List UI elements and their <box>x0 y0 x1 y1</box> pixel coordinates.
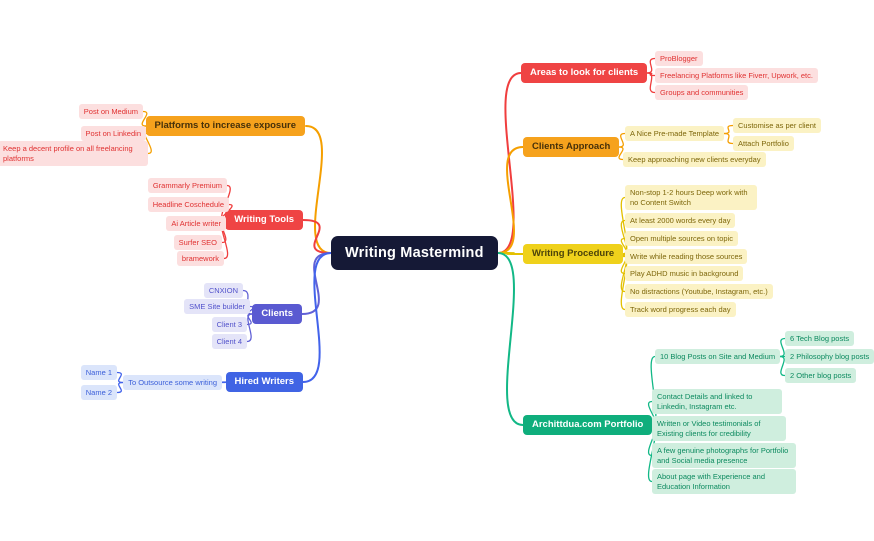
node-customise-per-client[interactable]: Customise as per client <box>733 118 821 134</box>
edge-root-to-platforms <box>305 125 332 254</box>
node-platforms[interactable]: Platforms to increase exposure <box>145 116 305 136</box>
node-photographs[interactable]: A few genuine photographs for Portfolio … <box>652 443 796 469</box>
node-philosophy-blog-posts[interactable]: 2 Philosophy blog posts <box>785 349 874 365</box>
edge-root-to-writing-procedure <box>497 252 524 255</box>
node-writing-procedure[interactable]: Writing Procedure <box>523 244 624 264</box>
edge-root-to-areas-to-look <box>497 72 522 254</box>
node-keep-approaching[interactable]: Keep approaching new clients everyday <box>623 152 766 168</box>
node-hired-writers[interactable]: Hired Writers <box>225 372 303 392</box>
node-track-word-progress[interactable]: Track word progress each day <box>625 302 736 318</box>
node-name-1[interactable]: Name 1 <box>80 365 117 381</box>
node-root[interactable]: Writing Mastermind <box>331 236 498 270</box>
edge-premade-template-to-attach-portfolio <box>723 132 734 145</box>
edge-clients-approach-to-keep-approaching <box>618 146 624 161</box>
node-name-2[interactable]: Name 2 <box>80 385 117 401</box>
node-contact-details[interactable]: Contact Details and linked to Linkedin, … <box>652 389 782 415</box>
edge-clients-to-client-4 <box>246 313 253 343</box>
node-writing-tools[interactable]: Writing Tools <box>225 210 303 230</box>
node-testimonials[interactable]: Written or Video testimonials of Existin… <box>652 416 786 442</box>
edge-hired-writers-to-to-outsource <box>221 381 227 384</box>
node-client-4[interactable]: Client 4 <box>211 334 247 350</box>
edge-areas-to-look-to-problogger <box>646 57 656 74</box>
edge-areas-to-look-to-groups-communities <box>646 72 656 94</box>
node-keep-decent-profile[interactable]: Keep a decent profile on all freelancing… <box>0 141 148 167</box>
edge-root-to-portfolio <box>497 252 524 426</box>
edge-root-to-hired-writers <box>302 252 332 383</box>
node-groups-communities[interactable]: Groups and communities <box>655 85 749 101</box>
node-premade-template[interactable]: A Nice Pre-made Template <box>625 126 725 142</box>
edge-root-to-clients-approach <box>497 146 524 254</box>
node-sme-site-builder[interactable]: SME Site builder <box>184 299 250 315</box>
edge-root-to-writing-tools <box>302 219 332 254</box>
node-tech-blog-posts[interactable]: 6 Tech Blog posts <box>785 331 855 347</box>
node-client-3[interactable]: Client 3 <box>211 317 247 333</box>
edge-premade-template-to-customise-per-client <box>723 124 734 135</box>
node-open-multiple-sources[interactable]: Open multiple sources on topic <box>625 231 738 247</box>
node-grammarly-premium[interactable]: Grammarly Premium <box>147 178 227 194</box>
node-write-while-reading[interactable]: Write while reading those sources <box>625 249 748 265</box>
node-portfolio[interactable]: Archittdua.com Portfolio <box>523 415 653 435</box>
edge-ten-blog-posts-to-other-blog-posts <box>779 355 786 377</box>
node-cnxion[interactable]: CNXION <box>203 283 243 299</box>
node-clients[interactable]: Clients <box>252 304 302 324</box>
node-clients-approach[interactable]: Clients Approach <box>523 137 620 157</box>
node-freelancing-platforms[interactable]: Freelancing Platforms like Fiverr, Upwor… <box>655 68 818 84</box>
node-no-distractions[interactable]: No distractions (Youtube, Instagram, etc… <box>625 284 773 300</box>
node-at-least-2000-words[interactable]: At least 2000 words every day <box>625 213 736 229</box>
node-nonstop-deep-work[interactable]: Non-stop 1-2 hours Deep work with no Con… <box>625 185 757 211</box>
node-attach-portfolio[interactable]: Attach Portfolio <box>733 136 794 152</box>
node-ten-blog-posts[interactable]: 10 Blog Posts on Site and Medium <box>655 349 781 365</box>
node-other-blog-posts[interactable]: 2 Other blog posts <box>785 368 857 384</box>
node-areas-to-look[interactable]: Areas to look for clients <box>521 63 648 83</box>
node-adhd-music[interactable]: Play ADHD music in background <box>625 266 744 282</box>
node-about-page[interactable]: About page with Experience and Education… <box>652 469 796 495</box>
edge-to-outsource-to-name-1 <box>116 371 124 384</box>
node-post-on-medium[interactable]: Post on Medium <box>78 104 143 120</box>
node-problogger[interactable]: ProBlogger <box>655 51 703 67</box>
edge-to-outsource-to-name-2 <box>116 381 124 394</box>
edge-root-to-clients <box>301 252 332 315</box>
node-post-on-linkedin[interactable]: Post on Linkedin <box>80 126 146 142</box>
node-headline-coschedule[interactable]: Headline Coschedule <box>147 197 229 213</box>
node-surfer-seo[interactable]: Surfer SEO <box>173 235 222 251</box>
node-bramework[interactable]: bramework <box>176 251 224 267</box>
node-to-outsource[interactable]: To Outsource some writing <box>123 375 222 391</box>
node-ai-article-writer[interactable]: Ai Article writer <box>166 216 226 232</box>
